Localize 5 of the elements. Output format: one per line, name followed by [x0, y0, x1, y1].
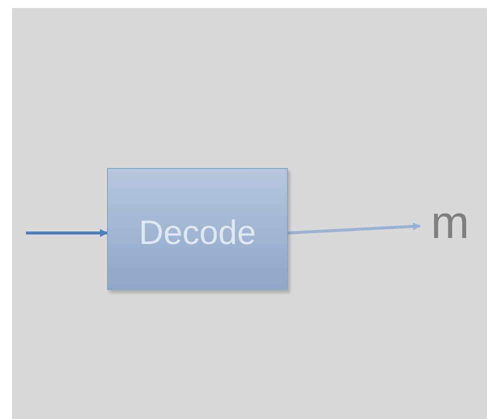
process-box: [107, 168, 288, 290]
arrow: [288, 222, 421, 234]
output-label: m: [420, 194, 480, 250]
arrow: [26, 229, 108, 237]
box-label: Decode: [138, 212, 256, 254]
